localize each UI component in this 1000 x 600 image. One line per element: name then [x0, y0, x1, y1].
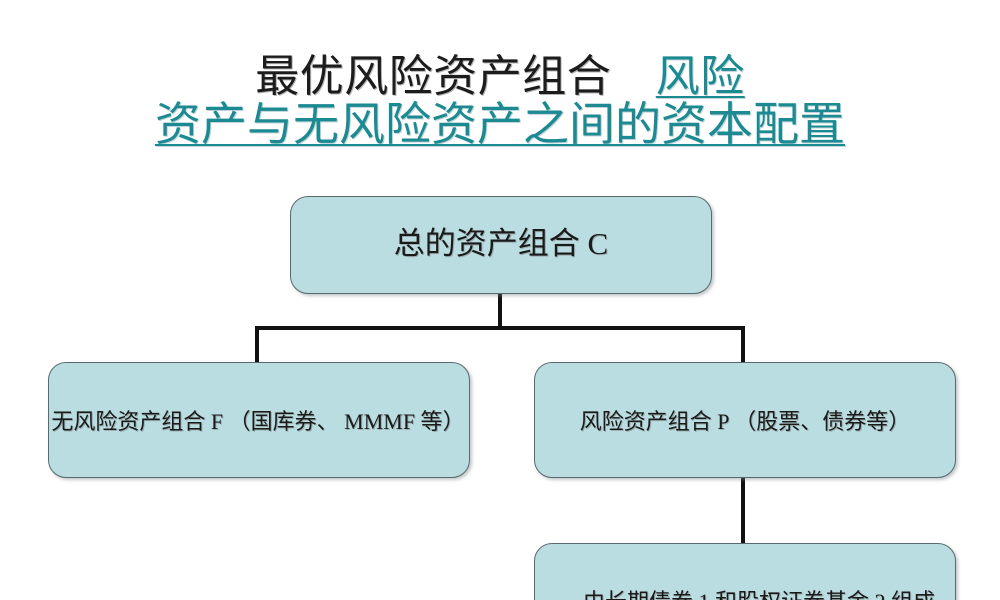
node-risky-components[interactable]: [534, 543, 956, 600]
node-risky-components-label: 由长期债券 1 和股权证券基金 2 组成: [524, 584, 994, 600]
node-riskfree-portfolio[interactable]: [48, 362, 470, 478]
title-line-1: 最优风险资产组合 风险: [0, 52, 1000, 101]
node-riskfree-portfolio-label: 无风险资产组合 F （国库券、 MMMF 等）: [51, 409, 465, 434]
slide-title: 最优风险资产组合 风险 资产与无风险资产之间的资本配置: [0, 52, 1000, 151]
node-risky-portfolio[interactable]: [534, 362, 956, 478]
node-total-portfolio[interactable]: [290, 196, 712, 294]
node-total-portfolio-label: 总的资产组合 C: [393, 226, 609, 261]
title-line-2: 资产与无风险资产之间的资本配置: [155, 99, 845, 151]
title-line-1-teal-text: 风险: [655, 52, 745, 101]
title-line-1-gap: [611, 52, 656, 101]
title-line-1-dark-text: 最优风险资产组合: [255, 52, 612, 101]
node-risky-portfolio-label: 风险资产组合 P （股票、债券等）: [579, 409, 911, 434]
